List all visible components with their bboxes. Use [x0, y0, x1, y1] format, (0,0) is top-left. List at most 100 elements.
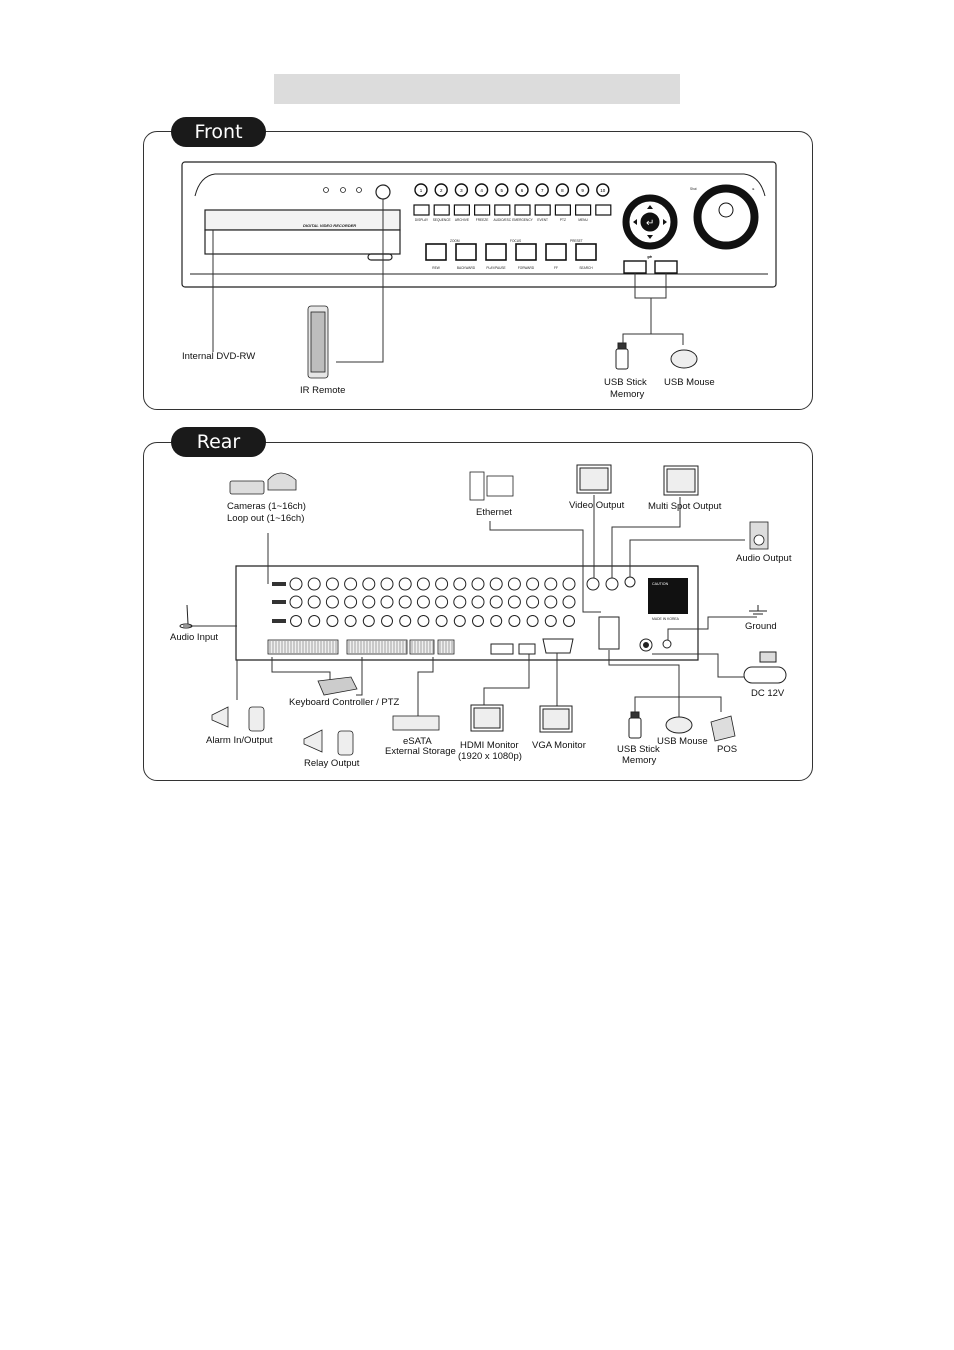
multi-spot-monitor-image	[663, 465, 699, 496]
navigation-pad[interactable]: ↵	[622, 194, 678, 250]
label-cameras-1: Cameras (1~16ch)	[227, 501, 306, 512]
channel-button-label: 4	[480, 188, 483, 193]
channel-button-10[interactable]	[596, 183, 610, 197]
bnc-connector	[508, 615, 521, 627]
bnc-row-tag	[272, 619, 286, 623]
bnc-connector	[308, 615, 321, 627]
playback-button-label: SEARCH	[579, 266, 593, 270]
channel-button-label: 6	[521, 188, 524, 193]
function-button-freeze[interactable]	[474, 204, 491, 216]
terminal-block	[409, 639, 435, 655]
bnc-connector	[416, 577, 430, 591]
label-alarm: Alarm In/Output	[206, 735, 273, 746]
playback-button-rew[interactable]	[425, 243, 447, 261]
playback-button-search[interactable]	[575, 243, 597, 261]
function-button-menu[interactable]	[574, 204, 592, 216]
playback-button-ff[interactable]	[545, 243, 567, 261]
label-vga: VGA Monitor	[532, 740, 586, 751]
channel-button-9[interactable]	[575, 183, 590, 197]
function-button-sequence[interactable]	[433, 204, 450, 216]
alarm-device-image	[211, 706, 265, 732]
function-button-label: FREEZE	[476, 218, 489, 222]
bnc-connector	[307, 577, 321, 591]
channel-button-label: 3	[460, 188, 463, 193]
function-button-label: SEQUENCE	[433, 218, 451, 222]
bnc-connector	[507, 577, 521, 591]
usb-stick-image	[615, 342, 629, 370]
playback-button-playpause[interactable]	[485, 243, 507, 261]
channel-button-8[interactable]	[555, 183, 570, 197]
label-audio-output: Audio Output	[736, 553, 792, 564]
function-button-label: DISPLAY	[415, 218, 429, 222]
enter-icon: ↵	[646, 218, 654, 229]
playback-button-backward[interactable]	[455, 243, 477, 261]
label-usb-stick-front-2: Memory	[610, 389, 645, 400]
channel-button-7[interactable]	[535, 183, 549, 197]
channel-button-label: 10	[600, 188, 606, 193]
function-button-emergency[interactable]	[514, 204, 531, 216]
channel-button-label: 1	[420, 188, 423, 193]
playback-button-label: REW	[432, 266, 439, 270]
bnc-connector	[489, 595, 503, 609]
label-internal-dvd: Internal DVD-RW	[182, 351, 255, 362]
bnc-connector	[472, 615, 484, 627]
usb-mouse-rear-image	[665, 716, 693, 734]
label-usb-stick-rear-2: Memory	[622, 755, 657, 766]
label-cameras-2: Loop out (1~16ch)	[227, 513, 304, 524]
bnc-connector	[453, 615, 466, 627]
bnc-connector	[399, 615, 412, 627]
label-hdmi-1: HDMI Monitor	[460, 740, 519, 751]
label-ir-remote: IR Remote	[300, 385, 345, 396]
bnc-connector	[471, 595, 485, 609]
function-button-label: EMERGENCY	[512, 218, 533, 222]
usb-stick-rear-image	[628, 711, 642, 739]
function-button-event[interactable]	[534, 204, 551, 216]
function-button-label: MENU	[578, 218, 588, 222]
channel-button-2[interactable]	[434, 183, 448, 197]
dvr-rear-unit	[235, 565, 699, 661]
jog-shuttle[interactable]	[693, 184, 759, 250]
label-esata-1: eSATA	[403, 736, 432, 747]
function-button-display[interactable]	[413, 204, 430, 216]
bnc-connector	[325, 577, 339, 591]
caution-text: CAUTION	[652, 582, 669, 586]
function-button-ptz[interactable]	[554, 204, 572, 216]
bnc-row-tag	[272, 600, 286, 604]
bnc-connector	[344, 595, 358, 609]
function-button-audioesc[interactable]	[494, 204, 511, 216]
esata-storage-image	[392, 715, 440, 731]
dvr-front-label: DIGITAL VIDEO RECORDER	[303, 223, 356, 228]
relay-device-image	[303, 729, 354, 756]
function-button-archive[interactable]	[453, 204, 470, 216]
terminal-blocks	[267, 639, 455, 655]
channel-button-3[interactable]	[454, 183, 469, 197]
front-panel	[143, 131, 813, 410]
bnc-connector	[289, 577, 303, 591]
bnc-connector	[435, 615, 448, 627]
microphone-image	[179, 604, 193, 629]
channel-button-4[interactable]	[474, 183, 489, 197]
bnc-connector	[380, 595, 394, 609]
bnc-connector	[490, 615, 503, 627]
bnc-connector	[453, 577, 467, 591]
bnc-connector	[489, 577, 503, 591]
channel-button-5[interactable]	[495, 183, 509, 197]
function-button-extra[interactable]	[595, 204, 612, 216]
ptz-label-preset: PRESET	[570, 239, 583, 243]
ptz-label-zoom: ZOOM	[450, 239, 460, 243]
channel-button-1[interactable]	[414, 183, 428, 197]
bnc-connector	[562, 577, 576, 591]
bnc-connector	[307, 595, 321, 609]
usb-mouse-image	[670, 349, 698, 369]
channel-button-6[interactable]	[515, 183, 529, 197]
usb-symbol-icon: ⇌	[647, 254, 652, 261]
bnc-connector	[362, 595, 376, 609]
playback-button-forward[interactable]	[515, 243, 537, 261]
bnc-connector	[544, 577, 558, 591]
front-connection-lines	[212, 199, 684, 363]
status-leds	[323, 184, 391, 200]
channel-button-label: 2	[440, 188, 443, 193]
